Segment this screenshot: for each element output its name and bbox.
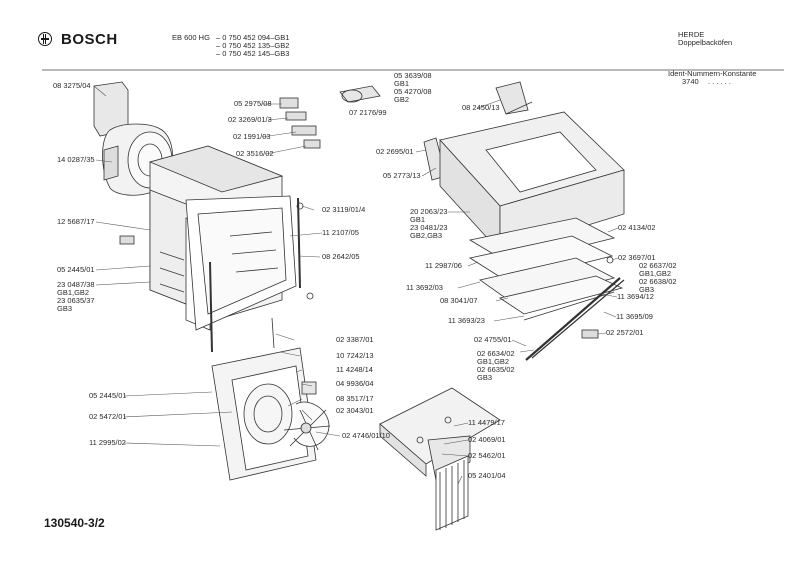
part-label: 14 0287/35	[57, 155, 95, 164]
part-label: GB1	[394, 79, 410, 88]
part-label: 11 3695/09	[616, 312, 653, 321]
category-2: Doppelbacköfen	[678, 38, 733, 47]
part-label: GB1	[410, 215, 426, 224]
ident-label: Ident-Nummern-Konstante	[668, 69, 757, 78]
part-label: 02 6634/02	[477, 349, 515, 358]
oven-door-part	[439, 111, 625, 361]
part-label: 23 0481/23	[410, 223, 448, 232]
part-label: 20 2063/23	[410, 207, 448, 216]
part-label: 02 3697/01	[618, 253, 656, 262]
part-label: 23 0487/38	[57, 280, 95, 289]
fan-housing-part	[211, 317, 331, 481]
variant-3: – 0 750 452 145–GB3	[216, 49, 290, 58]
part-label: 23 0635/37	[57, 296, 95, 305]
part-label: 11 4479/17	[468, 418, 505, 427]
part-label: 02 2695/01	[376, 147, 414, 156]
ident-value: 3740	[682, 77, 699, 86]
part-label: 11 4248/14	[336, 365, 373, 374]
part-label: 11 3694/12	[617, 292, 654, 301]
part-label: 11 2107/05	[322, 228, 359, 237]
part-label: 02 6637/02	[639, 261, 677, 270]
part-label: 05 2401/04	[468, 471, 506, 480]
part-label: 08 2642/05	[322, 252, 360, 261]
part-label: GB1,GB2	[57, 288, 90, 297]
part-label: 02 3269/01/3	[228, 115, 272, 124]
part-label: 02 4755/01	[474, 335, 512, 344]
part-label: 05 2773/13	[383, 171, 421, 180]
part-label: 02 4134/02	[618, 223, 656, 232]
part-label: 02 2572/01	[606, 328, 644, 337]
part-label: 08 3275/04	[53, 81, 91, 90]
part-label: 05 2445/01	[89, 391, 127, 400]
part-label: 02 6635/02	[477, 365, 515, 374]
door-hinges-part	[423, 81, 533, 181]
variant-2: – 0 750 452 135–GB2	[216, 41, 290, 50]
oven-body-part	[119, 145, 314, 353]
part-label: GB3	[477, 373, 493, 382]
part-label: GB3	[57, 304, 73, 313]
rear-panel-part	[379, 387, 501, 531]
part-label: GB2,GB3	[410, 231, 443, 240]
document-number: 130540-3/2	[44, 516, 105, 530]
part-label: 05 2445/01	[57, 265, 95, 274]
part-label: GB3	[639, 285, 655, 294]
part-label: 11 2995/02	[89, 438, 126, 447]
part-label: GB2	[394, 95, 410, 104]
part-label: 08 3041/07	[440, 296, 478, 305]
part-label: 07 2176/99	[349, 108, 387, 117]
part-label: 05 3639/08	[394, 71, 432, 80]
part-label: 08 2450/13	[462, 103, 500, 112]
part-label: 12 5687/17	[57, 217, 95, 226]
ident-dots: . . . . . .	[708, 77, 731, 86]
part-label: 02 4069/01	[468, 435, 506, 444]
part-label: 02 3119/01/4	[322, 205, 366, 214]
part-label: 02 6638/02	[639, 277, 677, 286]
part-label: 02 5462/01	[468, 451, 506, 460]
part-label: 04 9936/04	[336, 379, 374, 388]
part-label: 05 4270/08	[394, 87, 432, 96]
part-label: 02 3387/01	[336, 335, 374, 344]
model-number: EB 600 HG	[172, 33, 210, 42]
part-label: 02 5472/01	[89, 412, 127, 421]
bosch-logo-icon	[38, 32, 52, 46]
part-label: 08 3517/17	[336, 394, 374, 403]
part-label: 02 3516/02	[236, 149, 274, 158]
part-label: GB1,GB2	[639, 269, 672, 278]
part-label: 05 2975/08	[234, 99, 272, 108]
part-label: GB1,GB2	[477, 357, 510, 366]
part-label: 02 4746/01/10	[342, 431, 390, 440]
brand-name: BOSCH	[61, 31, 118, 48]
part-label: 11 3693/23	[448, 316, 485, 325]
variant-1: – 0 750 452 094–GB1	[216, 33, 290, 42]
part-label: 10 7242/13	[336, 351, 374, 360]
switch-knobs-part	[279, 85, 381, 149]
part-label: 02 1991/03	[233, 132, 271, 141]
part-label: 11 3692/03	[406, 283, 443, 292]
part-label: 02 3043/01	[336, 406, 374, 415]
part-label: 11 2987/06	[425, 261, 462, 270]
leader-lines	[93, 85, 619, 485]
category-1: HERDE	[678, 30, 705, 39]
